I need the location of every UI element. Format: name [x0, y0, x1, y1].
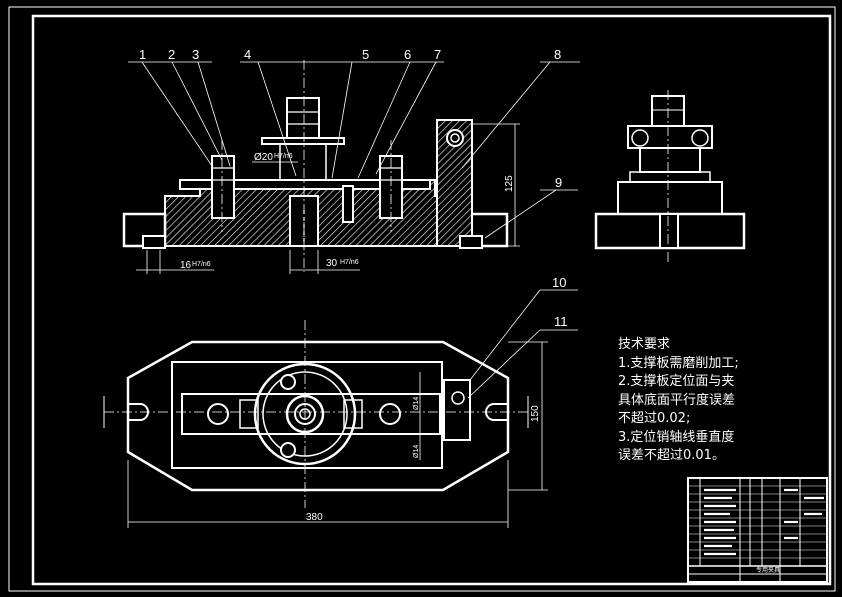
locating-pin — [342, 185, 354, 223]
dim-center-pin: 30 — [326, 258, 338, 269]
support-plate-hole — [446, 129, 464, 147]
tech-req-line-6: 误差不超过0.01。 — [618, 448, 725, 463]
title-block — [687, 477, 828, 583]
clamp-bar-top — [181, 393, 441, 435]
spindle-nut — [286, 97, 320, 139]
tech-req-title: 技术要求 — [618, 337, 671, 352]
dim-bore: Ø20 — [254, 152, 273, 163]
balloon-3: 3 — [192, 47, 199, 62]
dim-height: 125 — [504, 175, 515, 192]
balloon-11: 11 — [554, 314, 568, 329]
base-plate-top — [171, 361, 443, 469]
front-view — [122, 60, 580, 274]
technical-requirements: 技术要求 1.支撑板需磨削加工; 2.支撑板定位面与夹 具体底面平行度误差 不超… — [618, 336, 828, 466]
fixture-outline-top — [126, 340, 510, 492]
balloon-4: 4 — [244, 47, 251, 62]
side-view — [594, 90, 746, 262]
balloon-6: 6 — [404, 47, 411, 62]
balloon-1: 1 — [139, 47, 146, 62]
spindle-washer — [261, 137, 345, 145]
top-view — [103, 289, 578, 528]
title-block-label: 专用夹具 — [756, 566, 780, 574]
right-clamp-nut — [379, 403, 401, 425]
balloon-10: 10 — [552, 275, 566, 290]
balloon-8: 8 — [554, 47, 561, 62]
dim-slot-b: Ø14 — [413, 445, 420, 458]
balloon-7: 7 — [434, 47, 441, 62]
dim-depth: 150 — [530, 405, 541, 422]
inner-frame — [31, 14, 832, 586]
tech-req-line-1: 1.支撑板需磨削加工; — [618, 355, 739, 371]
dim-left-pin: 16 — [180, 260, 192, 271]
left-clamp-nut — [207, 403, 229, 425]
balloon-2: 2 — [168, 47, 175, 62]
balloon-9: 9 — [555, 175, 562, 190]
tech-req-line-5: 3.定位销轴线垂直度 — [618, 429, 735, 445]
dim-width: 380 — [306, 512, 323, 523]
tech-req-line-4: 不超过0.02; — [618, 411, 691, 426]
tech-req-line-2: 2.支撑板定位面与夹 — [618, 374, 735, 389]
dim-left-fit: H7/n6 — [192, 261, 211, 268]
dim-slot-a: Ø14 — [413, 397, 420, 410]
outer-frame — [8, 6, 836, 592]
dim-center-fit: H7/n6 — [340, 259, 359, 266]
balloon-5: 5 — [362, 47, 369, 62]
support-plate-top — [443, 379, 471, 441]
tech-req-line-3: 具体底面平行度误差 — [618, 392, 736, 408]
left-bolt — [211, 155, 235, 219]
dim-bore-fit: H7/n6 — [274, 153, 293, 160]
